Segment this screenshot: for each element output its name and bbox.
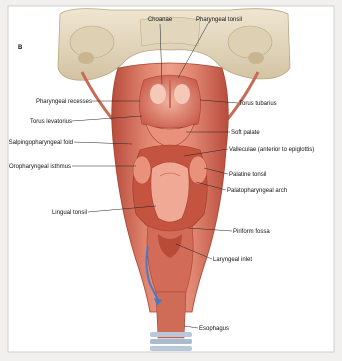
epiglottis	[151, 162, 189, 222]
label-torus-tubarius: Torus tubarius	[239, 101, 277, 107]
left-palatine-tonsil	[133, 156, 151, 184]
label-laryngeal-inlet: Laryngeal inlet	[213, 257, 252, 263]
label-oropharyngeal-isthmus: Oropharyngeal isthmus	[9, 164, 71, 170]
label-pharyngeal-tonsil: Pharyngeal tonsil	[196, 17, 242, 23]
label-esophagus: Esophagus	[199, 326, 229, 332]
panel-letter: B	[18, 45, 23, 51]
label-torus-levatorius: Torus levatorius	[30, 119, 72, 125]
trachea	[150, 332, 192, 351]
label-pharyngeal-recesses: Pharyngeal recesses	[36, 99, 92, 105]
label-salpingopharyngeal-fold: Salpingopharyngeal fold	[9, 140, 73, 146]
label-lingual-tonsil: Lingual tonsil	[52, 210, 87, 216]
label-palatine-tonsil: Palatine tonsil	[229, 172, 266, 178]
label-soft-palate: Soft palate	[231, 130, 260, 136]
label-piriform-fossa: Piriform fossa	[233, 229, 270, 235]
label-choanae: Choanae	[148, 17, 173, 23]
left-choana	[150, 84, 166, 104]
right-palatine-tonsil	[189, 156, 207, 184]
right-choana	[174, 84, 190, 104]
laryngopharynx	[147, 226, 193, 292]
label-valleculae: Valleculae (anterior to epiglottis)	[229, 147, 314, 153]
label-palatopharyngeal-arch: Palatopharyngeal arch	[227, 188, 287, 194]
esophagus-tube	[156, 292, 186, 338]
